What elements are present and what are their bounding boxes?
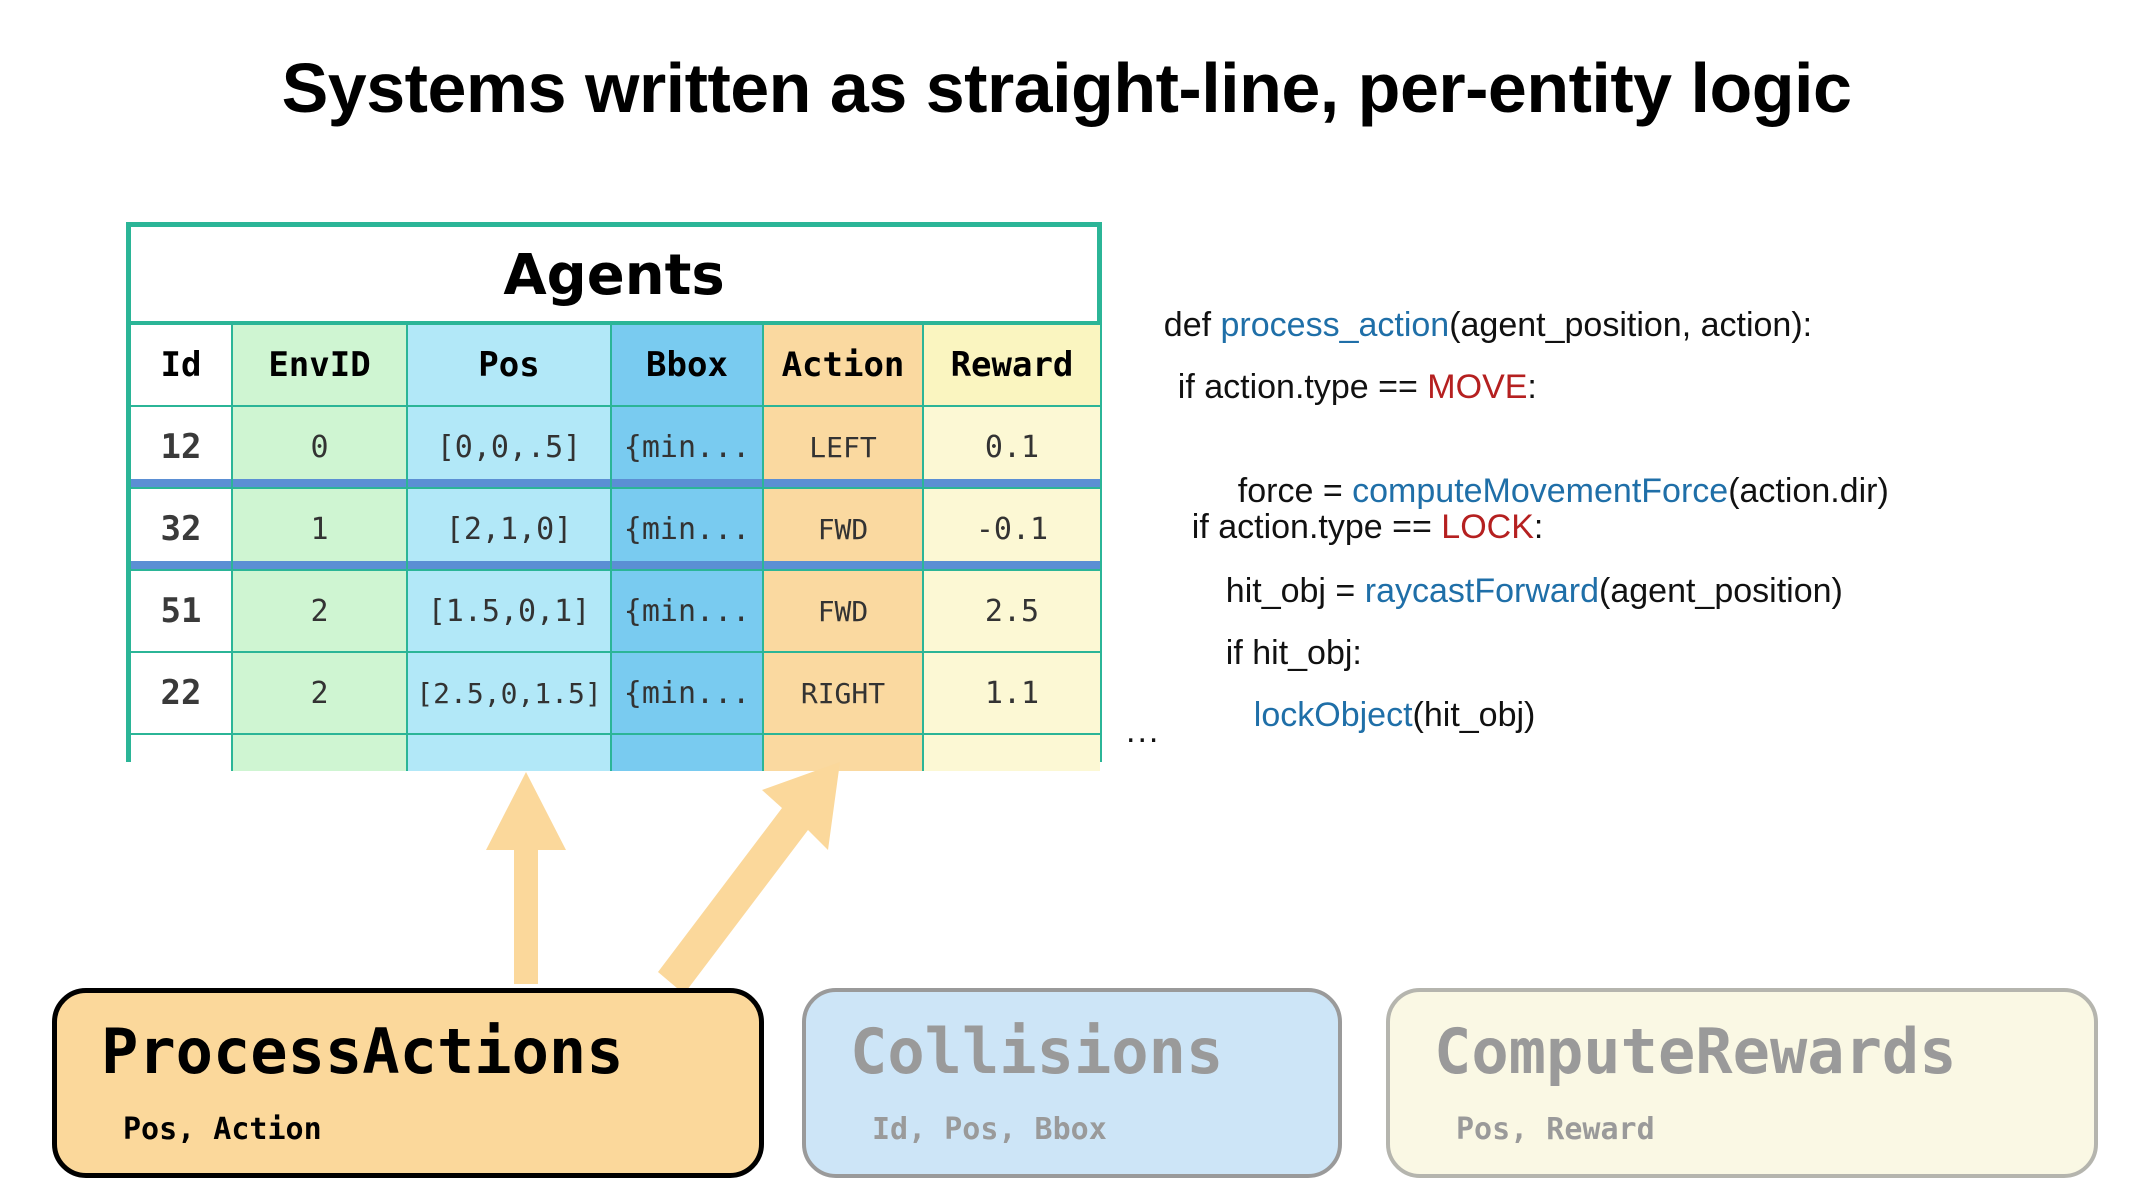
table-row-partial bbox=[233, 735, 408, 771]
code-snippet: def process_action(agent_position, actio… bbox=[1126, 232, 2086, 748]
table-row: 2.5 bbox=[924, 571, 1100, 653]
table-row: 2 bbox=[233, 653, 408, 735]
code-line: if action.type == LOCK: bbox=[1126, 434, 2086, 546]
column-header-envid: EnvID bbox=[233, 325, 408, 407]
table-row: 12 bbox=[131, 407, 233, 489]
column-header-bbox: Bbox bbox=[612, 325, 764, 407]
code-token: force = bbox=[1237, 472, 1353, 510]
code-token-function: lockObject bbox=[1253, 696, 1413, 734]
table-row: -0.1 bbox=[924, 489, 1100, 571]
code-line: def process_action(agent_position, actio… bbox=[1126, 232, 2086, 344]
code-token-function: computeMovementForce bbox=[1352, 472, 1729, 510]
table-row: {min... bbox=[612, 407, 764, 489]
column-header-id: Id bbox=[131, 325, 233, 407]
table-row: [2.5,0,1.5] bbox=[408, 653, 612, 735]
table-row: {min... bbox=[612, 489, 764, 571]
table-row-partial bbox=[924, 735, 1100, 771]
code-token-constant: LOCK bbox=[1441, 508, 1534, 546]
table-row: 1 bbox=[233, 489, 408, 571]
table-row-partial bbox=[612, 735, 764, 771]
system-card-compute-rewards[interactable]: ComputeRewards Pos, Reward bbox=[1386, 988, 2098, 1178]
table-row: [1.5,0,1] bbox=[408, 571, 612, 653]
code-line: lockObject(hit_obj) bbox=[1126, 622, 2086, 734]
column-header-pos: Pos bbox=[408, 325, 612, 407]
code-token: if hit_obj: bbox=[1225, 634, 1362, 672]
system-card-process-actions[interactable]: ProcessActions Pos, Action bbox=[52, 988, 764, 1178]
page-title: Systems written as straight-line, per-en… bbox=[281, 49, 1852, 127]
table-row: 51 bbox=[131, 571, 233, 653]
table-row: 0 bbox=[233, 407, 408, 489]
code-token: : bbox=[1533, 508, 1544, 546]
arrow-up-to-pos-column bbox=[486, 772, 566, 984]
agents-table-card: Agents Id EnvID Pos Bbox Action Reward 1… bbox=[126, 222, 1102, 771]
code-ellipsis: ... bbox=[1126, 712, 1161, 750]
code-line: if action.type == MOVE: bbox=[1126, 294, 2086, 406]
table-row: RIGHT bbox=[764, 653, 924, 735]
code-token: hit_obj = bbox=[1225, 572, 1365, 610]
table-row-partial bbox=[131, 735, 233, 771]
code-token: if action.type == bbox=[1191, 508, 1442, 546]
code-token: (agent_position, action): bbox=[1449, 306, 1813, 344]
table-row: FWD bbox=[764, 571, 924, 653]
system-card-fields: Id, Pos, Bbox bbox=[872, 1112, 1107, 1148]
system-card-title: Collisions bbox=[850, 1014, 1224, 1088]
table-row: 0.1 bbox=[924, 407, 1100, 489]
code-token: if action.type == bbox=[1177, 368, 1428, 406]
table-row: 22 bbox=[131, 653, 233, 735]
column-header-action: Action bbox=[764, 325, 924, 407]
code-token-function: process_action bbox=[1220, 306, 1450, 344]
table-row: 32 bbox=[131, 489, 233, 571]
code-line: force = computeMovementForce(action.dir) bbox=[1126, 356, 2086, 510]
table-row: [0,0,.5] bbox=[408, 407, 612, 489]
code-token-function: raycastForward bbox=[1364, 572, 1600, 610]
code-token: def bbox=[1163, 306, 1221, 344]
system-card-collisions[interactable]: Collisions Id, Pos, Bbox bbox=[802, 988, 1342, 1178]
table-row: {min... bbox=[612, 653, 764, 735]
system-card-fields: Pos, Action bbox=[123, 1112, 322, 1148]
table-row-partial bbox=[408, 735, 612, 771]
table-row: 2 bbox=[233, 571, 408, 653]
column-header-reward: Reward bbox=[924, 325, 1100, 407]
code-token-constant: MOVE bbox=[1427, 368, 1528, 406]
system-card-title: ProcessActions bbox=[101, 1014, 624, 1088]
table-row: LEFT bbox=[764, 407, 924, 489]
code-line: if hit_obj: bbox=[1126, 560, 2086, 672]
system-card-title: ComputeRewards bbox=[1434, 1014, 1957, 1088]
agents-table-grid: Id EnvID Pos Bbox Action Reward 12 0 [0,… bbox=[131, 325, 1100, 817]
code-token: (hit_obj) bbox=[1412, 696, 1536, 734]
code-line: hit_obj = raycastForward(agent_position) bbox=[1126, 498, 2086, 610]
table-row: {min... bbox=[612, 571, 764, 653]
arrow-diagonal-to-action-column bbox=[658, 762, 840, 994]
table-title: Agents bbox=[131, 227, 1097, 325]
code-token: : bbox=[1527, 368, 1537, 406]
table-row: 1.1 bbox=[924, 653, 1100, 735]
table-row-partial bbox=[764, 735, 924, 771]
table-row: FWD bbox=[764, 489, 924, 571]
system-card-fields: Pos, Reward bbox=[1456, 1112, 1655, 1148]
table-row: [2,1,0] bbox=[408, 489, 612, 571]
code-token: (agent_position) bbox=[1599, 572, 1843, 610]
code-token: (action.dir) bbox=[1728, 472, 1889, 510]
